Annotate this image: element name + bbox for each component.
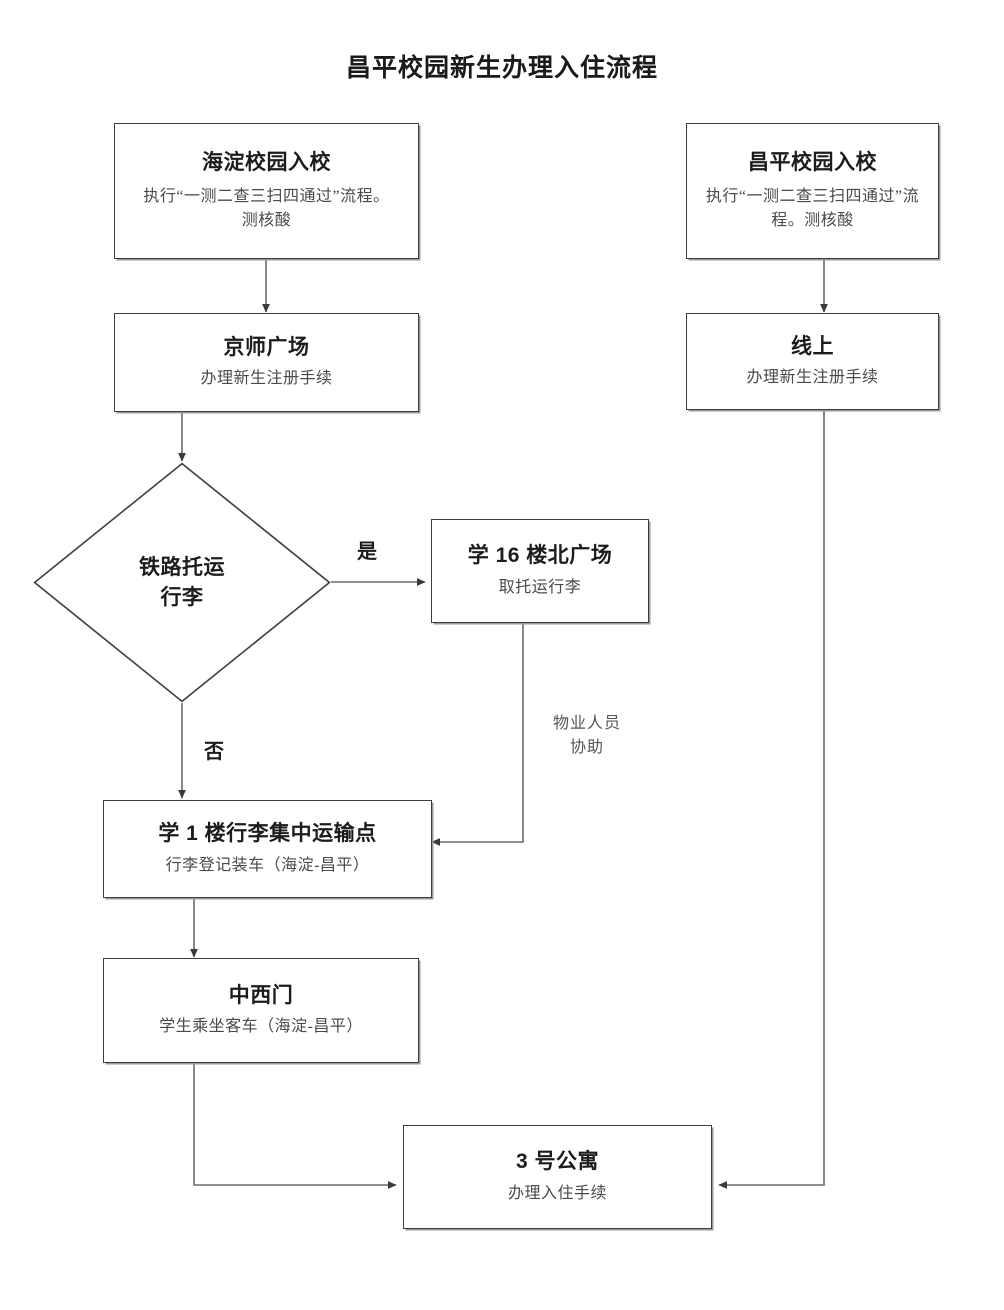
node-subtitle: 办理新生注册手续: [200, 370, 333, 388]
node-title: 学 16 楼北广场: [467, 544, 613, 568]
node-subtitle: 学生乘坐客车（海淀-昌平）: [159, 1018, 363, 1036]
edge-label-assist-line1: 物业人员: [552, 715, 621, 732]
edge-gate-to-apartment: [193, 1063, 397, 1189]
page-title: 昌平校园新生办理入住流程: [345, 54, 658, 82]
edge-label-assist: 物业人员 协助: [539, 712, 635, 760]
node-subtitle: 执行“一测二查三扫四通过”流程。测核酸: [143, 188, 390, 229]
node-title: 学 1 楼行李集中运输点: [158, 822, 377, 846]
node-jingshi-square[interactable]: 京师广场 办理新生注册手续: [114, 313, 419, 412]
node-subtitle: 执行“一测二查三扫四通过”流程。测核酸: [705, 188, 920, 229]
edge-online-to-apartment: [718, 410, 825, 1189]
node-building16-north-square[interactable]: 学 16 楼北广场 取托运行李: [431, 519, 649, 623]
node-title: 线上: [791, 334, 834, 358]
edge-b16-to-b1: [431, 623, 524, 846]
node-title: 3 号公寓: [515, 1150, 599, 1174]
node-apartment-3[interactable]: 3 号公寓 办理入住手续: [403, 1125, 712, 1229]
node-zhongxi-gate[interactable]: 中西门 学生乘坐客车（海淀-昌平）: [103, 958, 419, 1063]
node-subtitle: 行李登记装车（海淀-昌平）: [165, 856, 370, 874]
node-title: 昌平校园入校: [748, 151, 877, 175]
node-subtitle: 办理新生注册手续: [746, 369, 879, 387]
node-online[interactable]: 线上 办理新生注册手续: [686, 313, 939, 410]
node-railway-decision[interactable]: 铁路托运 行李: [33, 462, 331, 703]
edge-label-yes: 是: [357, 541, 377, 563]
node-building1-luggage-point[interactable]: 学 1 楼行李集中运输点 行李登记装车（海淀-昌平）: [103, 800, 432, 898]
node-title: 中西门: [228, 983, 294, 1007]
node-subtitle: 办理入住手续: [507, 1184, 607, 1202]
edge-label-no: 否: [204, 741, 224, 763]
node-haidian-entry[interactable]: 海淀校园入校 执行“一测二查三扫四通过”流程。测核酸: [114, 123, 419, 259]
edge-label-assist-line2: 协助: [569, 739, 604, 756]
node-subtitle: 取托运行李: [498, 578, 582, 596]
node-title: 海淀校园入校: [202, 151, 331, 175]
diamond-shape: [33, 462, 331, 703]
node-changping-entry[interactable]: 昌平校园入校 执行“一测二查三扫四通过”流程。测核酸: [686, 123, 939, 259]
node-title: 京师广场: [223, 335, 310, 359]
